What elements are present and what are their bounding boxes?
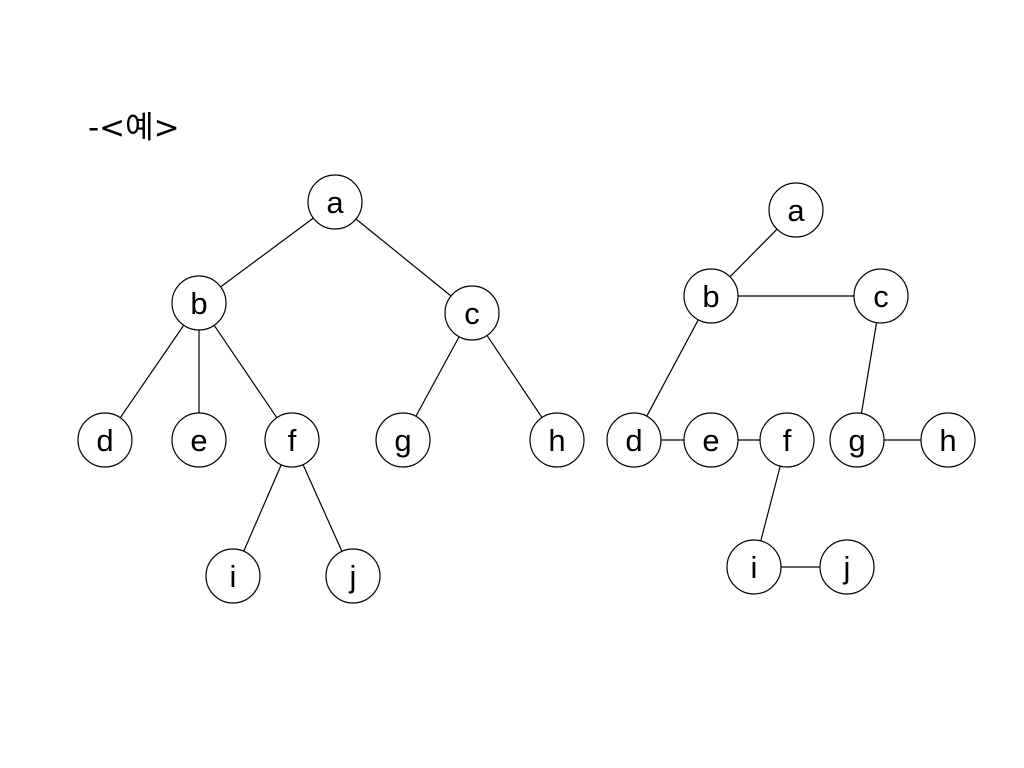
node-d: d [606, 412, 662, 468]
node-label: b [190, 286, 207, 321]
node-label: d [625, 423, 642, 458]
node-g: g [375, 412, 431, 468]
node-circle [529, 412, 585, 468]
edge-f-i [760, 465, 781, 542]
node-circle [264, 412, 320, 468]
node-g: g [829, 412, 885, 468]
node-circle [759, 412, 815, 468]
node-circle [819, 539, 875, 595]
edge-a-b [220, 217, 314, 288]
general-tree: a b c d e f g h i j [77, 174, 585, 604]
edge-c-h [486, 335, 543, 418]
node-label: c [873, 279, 889, 314]
node-e: e [171, 412, 227, 468]
node-label: f [288, 423, 297, 458]
edge-a-b [729, 228, 778, 278]
node-circle [325, 548, 381, 604]
node-f: f [759, 412, 815, 468]
node-circle [77, 412, 133, 468]
node-circle [171, 275, 227, 331]
node-e: e [683, 412, 739, 468]
node-label: i [751, 550, 758, 585]
node-circle [171, 412, 227, 468]
node-circle [683, 412, 739, 468]
node-c: c [444, 285, 500, 341]
node-label: a [787, 193, 805, 228]
node-c: c [853, 268, 909, 324]
node-label: c [464, 296, 480, 331]
node-i: i [205, 548, 261, 604]
node-label: e [190, 423, 207, 458]
node-circle [444, 285, 500, 341]
node-f: f [264, 412, 320, 468]
node-label: e [702, 423, 719, 458]
node-label: d [96, 423, 113, 458]
node-circle [375, 412, 431, 468]
binary-tree-representation: a b c d e f g h i j [606, 182, 976, 595]
node-i: i [726, 539, 782, 595]
node-circle [726, 539, 782, 595]
edge-b-f [213, 325, 278, 418]
node-a: a [307, 174, 363, 230]
node-j: j [819, 539, 875, 595]
node-circle [829, 412, 885, 468]
node-circle [768, 182, 824, 238]
node-circle [683, 268, 739, 324]
node-circle [307, 174, 363, 230]
node-label: i [230, 559, 237, 594]
node-d: d [77, 412, 133, 468]
node-circle [853, 268, 909, 324]
node-h: h [529, 412, 585, 468]
node-label: g [848, 423, 865, 458]
edge-f-i [243, 464, 282, 552]
node-circle [920, 412, 976, 468]
node-label: f [783, 423, 792, 458]
node-label: j [843, 550, 851, 585]
node-label: g [394, 423, 411, 458]
node-circle [606, 412, 662, 468]
edge-b-d [119, 324, 185, 419]
node-label: b [702, 279, 719, 314]
node-b: b [171, 275, 227, 331]
node-j: j [325, 548, 381, 604]
example-heading: -<예> [88, 110, 180, 146]
node-label: a [326, 185, 344, 220]
node-a: a [768, 182, 824, 238]
node-b: b [683, 268, 739, 324]
edge-f-j [302, 464, 343, 552]
node-label: h [548, 423, 565, 458]
edge-c-g [860, 322, 878, 414]
edge-b-d [646, 319, 699, 417]
edge-a-c [355, 218, 452, 297]
node-label: j [349, 559, 357, 594]
node-h: h [920, 412, 976, 468]
edge-c-g [415, 336, 460, 417]
node-label: h [939, 423, 956, 458]
node-circle [205, 548, 261, 604]
